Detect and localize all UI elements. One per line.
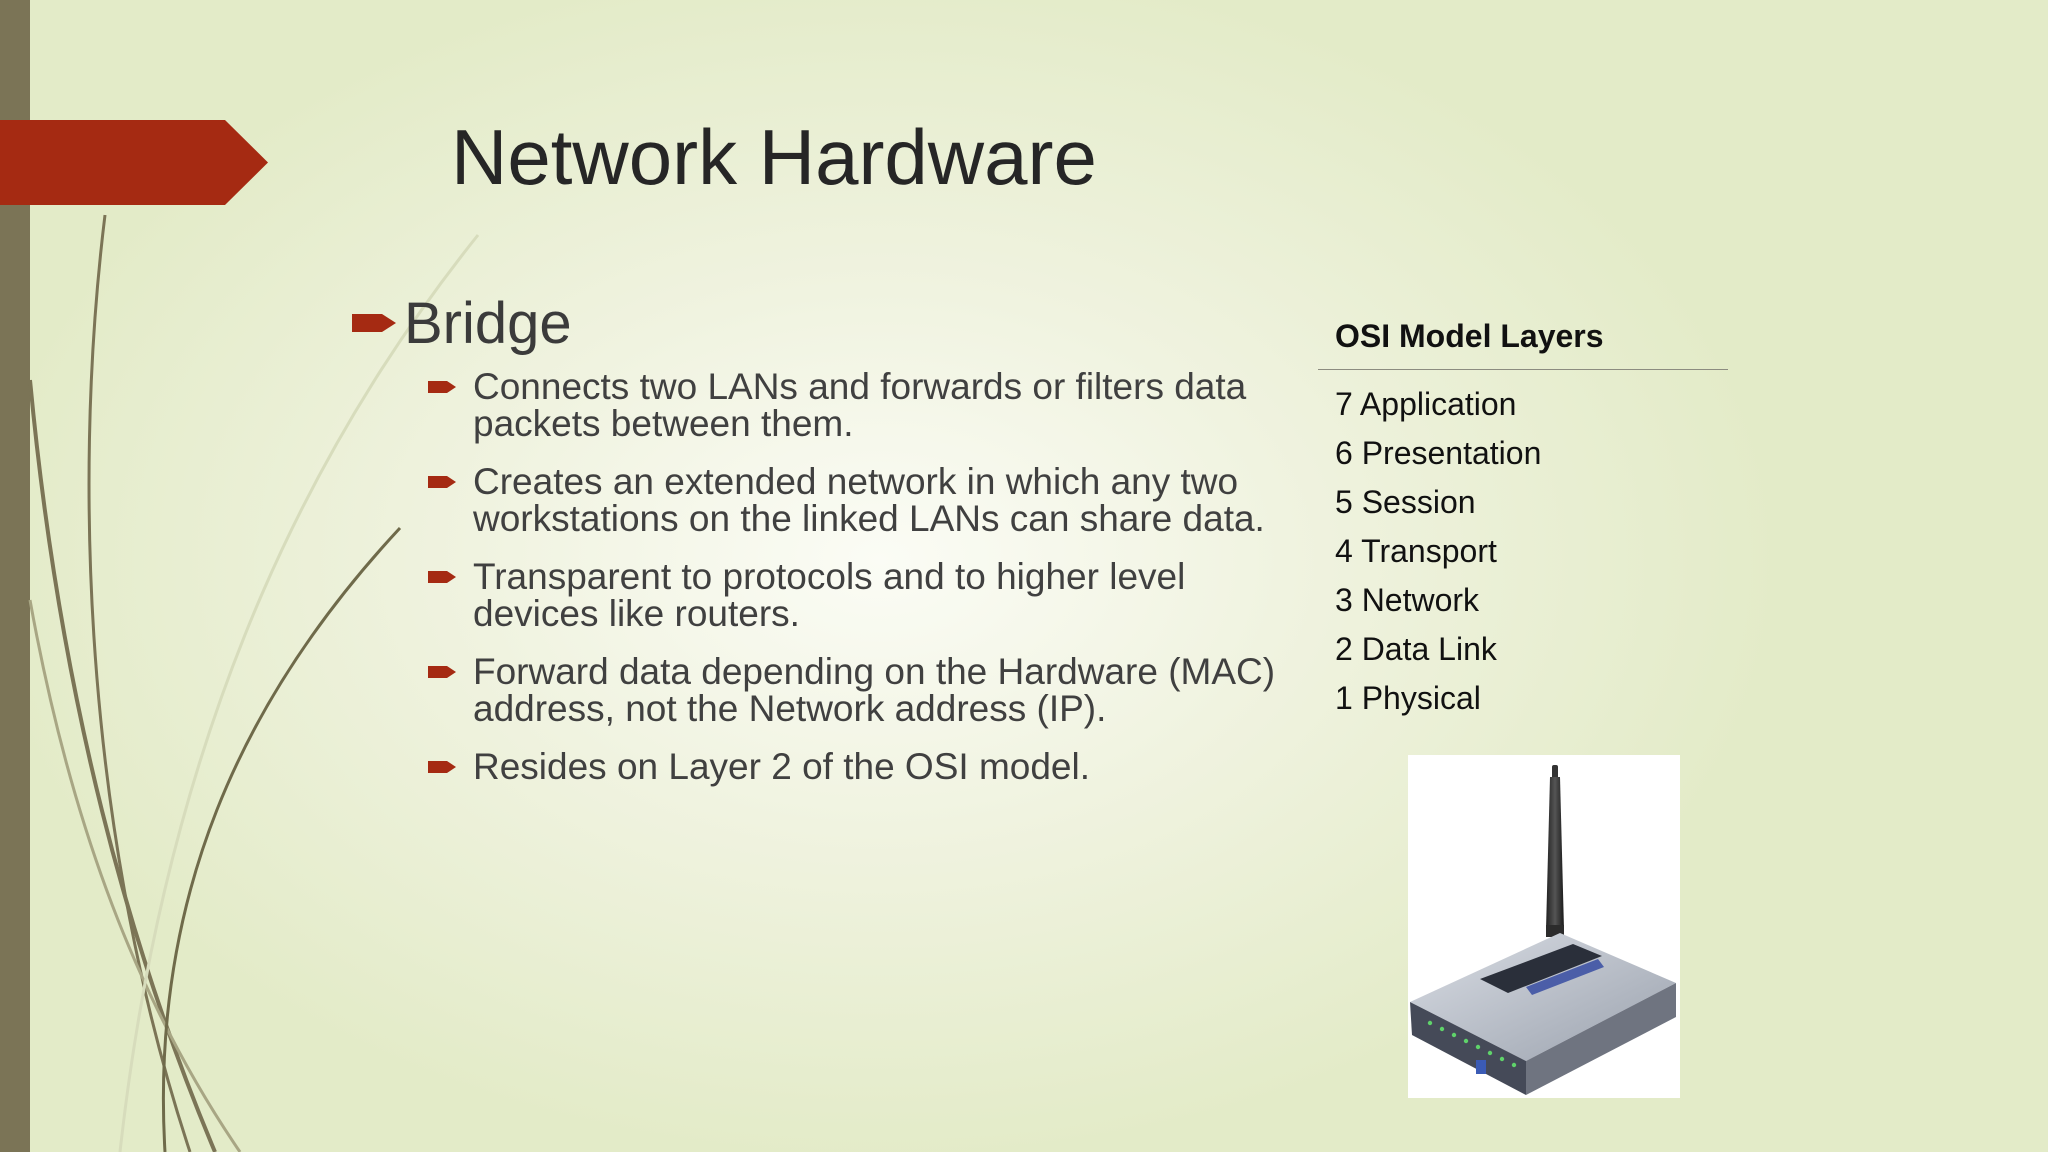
osi-layer: 6 Presentation (1335, 435, 1542, 471)
bullet-text: Transparent to protocols and to higher l… (473, 556, 1186, 634)
arrow-right-icon (428, 761, 456, 773)
arrow-right-icon (428, 666, 456, 678)
osi-layer-list: 7 Application 6 Presentation 5 Session 4… (1318, 380, 1728, 723)
osi-table-header: OSI Model Layers (1318, 310, 1728, 370)
osi-layer: 4 Transport (1335, 533, 1497, 569)
slide-title: Network Hardware (451, 113, 1097, 201)
list-item: Creates an extended network in which any… (428, 463, 1298, 537)
list-item: Forward data depending on the Hardware (… (428, 653, 1298, 727)
wireless-router-photo (1408, 755, 1680, 1098)
list-item: Connects two LANs and forwards or filter… (428, 368, 1298, 442)
osi-table: OSI Model Layers 7 Application 6 Present… (1318, 310, 1728, 723)
list-item: Transparent to protocols and to higher l… (428, 558, 1298, 632)
arrow-right-icon (428, 381, 456, 393)
arrow-right-icon (428, 476, 456, 488)
title-flag (0, 120, 268, 205)
bullet-text: Creates an extended network in which any… (473, 461, 1265, 539)
arrow-right-icon (352, 314, 396, 332)
bullet-text: Connects two LANs and forwards or filter… (473, 366, 1247, 444)
main-bullet: Bridge (352, 288, 572, 358)
osi-layer: 1 Physical (1335, 680, 1481, 716)
bullet-text: Resides on Layer 2 of the OSI model. (473, 746, 1091, 787)
osi-layer: 5 Session (1335, 484, 1476, 520)
osi-layer: 7 Application (1335, 386, 1517, 422)
arrow-right-icon (428, 571, 456, 583)
main-bullet-label: Bridge (404, 290, 572, 356)
bullet-text: Forward data depending on the Hardware (… (473, 651, 1276, 729)
decorative-swooshes (28, 214, 480, 1152)
sub-bullet-list: Connects two LANs and forwards or filter… (428, 368, 1298, 806)
osi-layer: 3 Network (1335, 582, 1480, 618)
list-item: Resides on Layer 2 of the OSI model. (428, 748, 1298, 785)
osi-layer: 2 Data Link (1335, 631, 1497, 667)
